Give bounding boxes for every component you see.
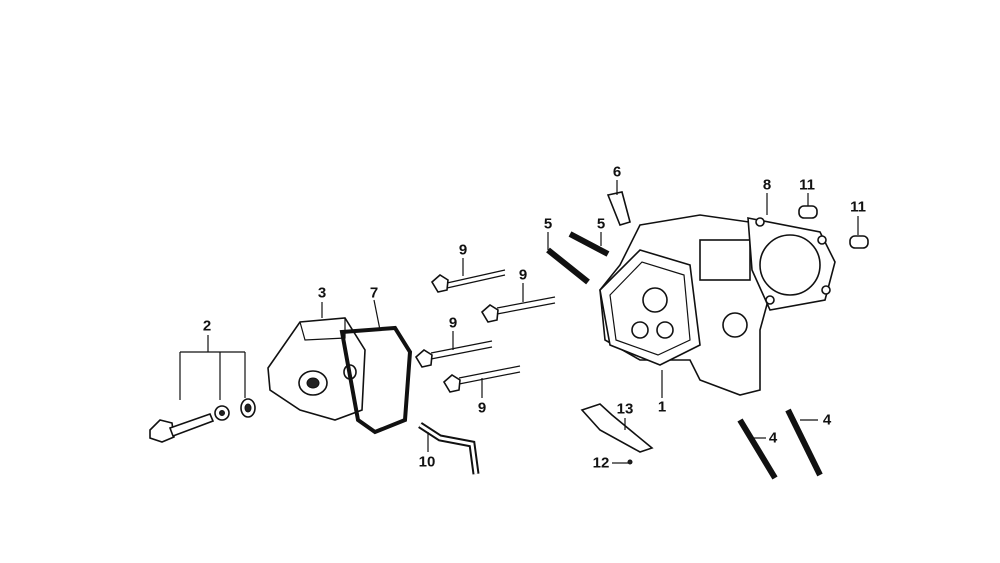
callout-10: 10 [418,453,436,471]
part-2-bolt-washers [149,335,256,443]
callout-2: 2 [202,317,212,335]
callout-6: 6 [612,163,622,181]
part-7-gasket [321,299,413,435]
callout-11: 11 [850,198,866,216]
part-11-dowel-pins [798,193,869,249]
callout-13: 13 [616,400,634,418]
callout-9: 9 [458,241,468,259]
part-13-12-bracket [580,403,654,465]
part-1-cylinder-head [599,214,776,398]
callout-7: 7 [369,284,379,302]
callout-4: 4 [768,429,778,447]
part-5-6-studs [546,180,631,285]
part-9-bolts [414,258,556,398]
part-3-head-cover [267,317,366,421]
callout-5: 5 [543,215,553,233]
callout-5: 5 [596,215,606,233]
callout-1: 1 [657,398,667,416]
callout-9: 9 [518,266,528,284]
callout-12: 12 [592,454,610,472]
callout-8: 8 [762,176,772,194]
callout-11: 11 [799,176,815,194]
callout-3: 3 [317,284,327,302]
part-8-head-gasket [747,193,836,311]
callout-9: 9 [477,399,487,417]
callout-9: 9 [448,314,458,332]
callout-4: 4 [822,411,832,429]
part-10-breather-tube [418,422,480,475]
part-4-studs [737,408,823,480]
